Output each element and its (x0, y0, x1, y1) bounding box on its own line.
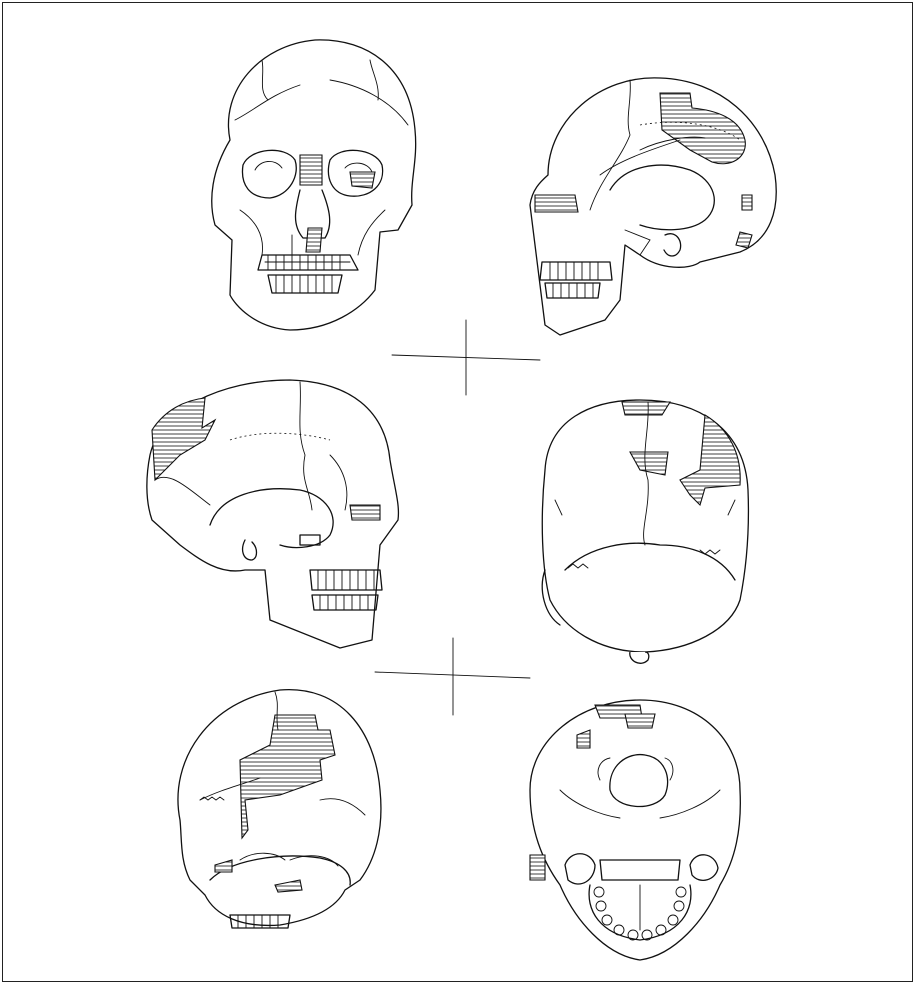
skull-right-lateral-view (530, 78, 776, 335)
skull-superior-view (542, 400, 748, 663)
divider-cross-lower (375, 638, 530, 715)
skull-posterior-view (178, 690, 381, 928)
skull-inferior-view (530, 700, 740, 960)
skull-anterior-view (212, 40, 416, 330)
divider-cross-upper (392, 320, 540, 395)
skull-left-lateral-view (147, 380, 399, 648)
